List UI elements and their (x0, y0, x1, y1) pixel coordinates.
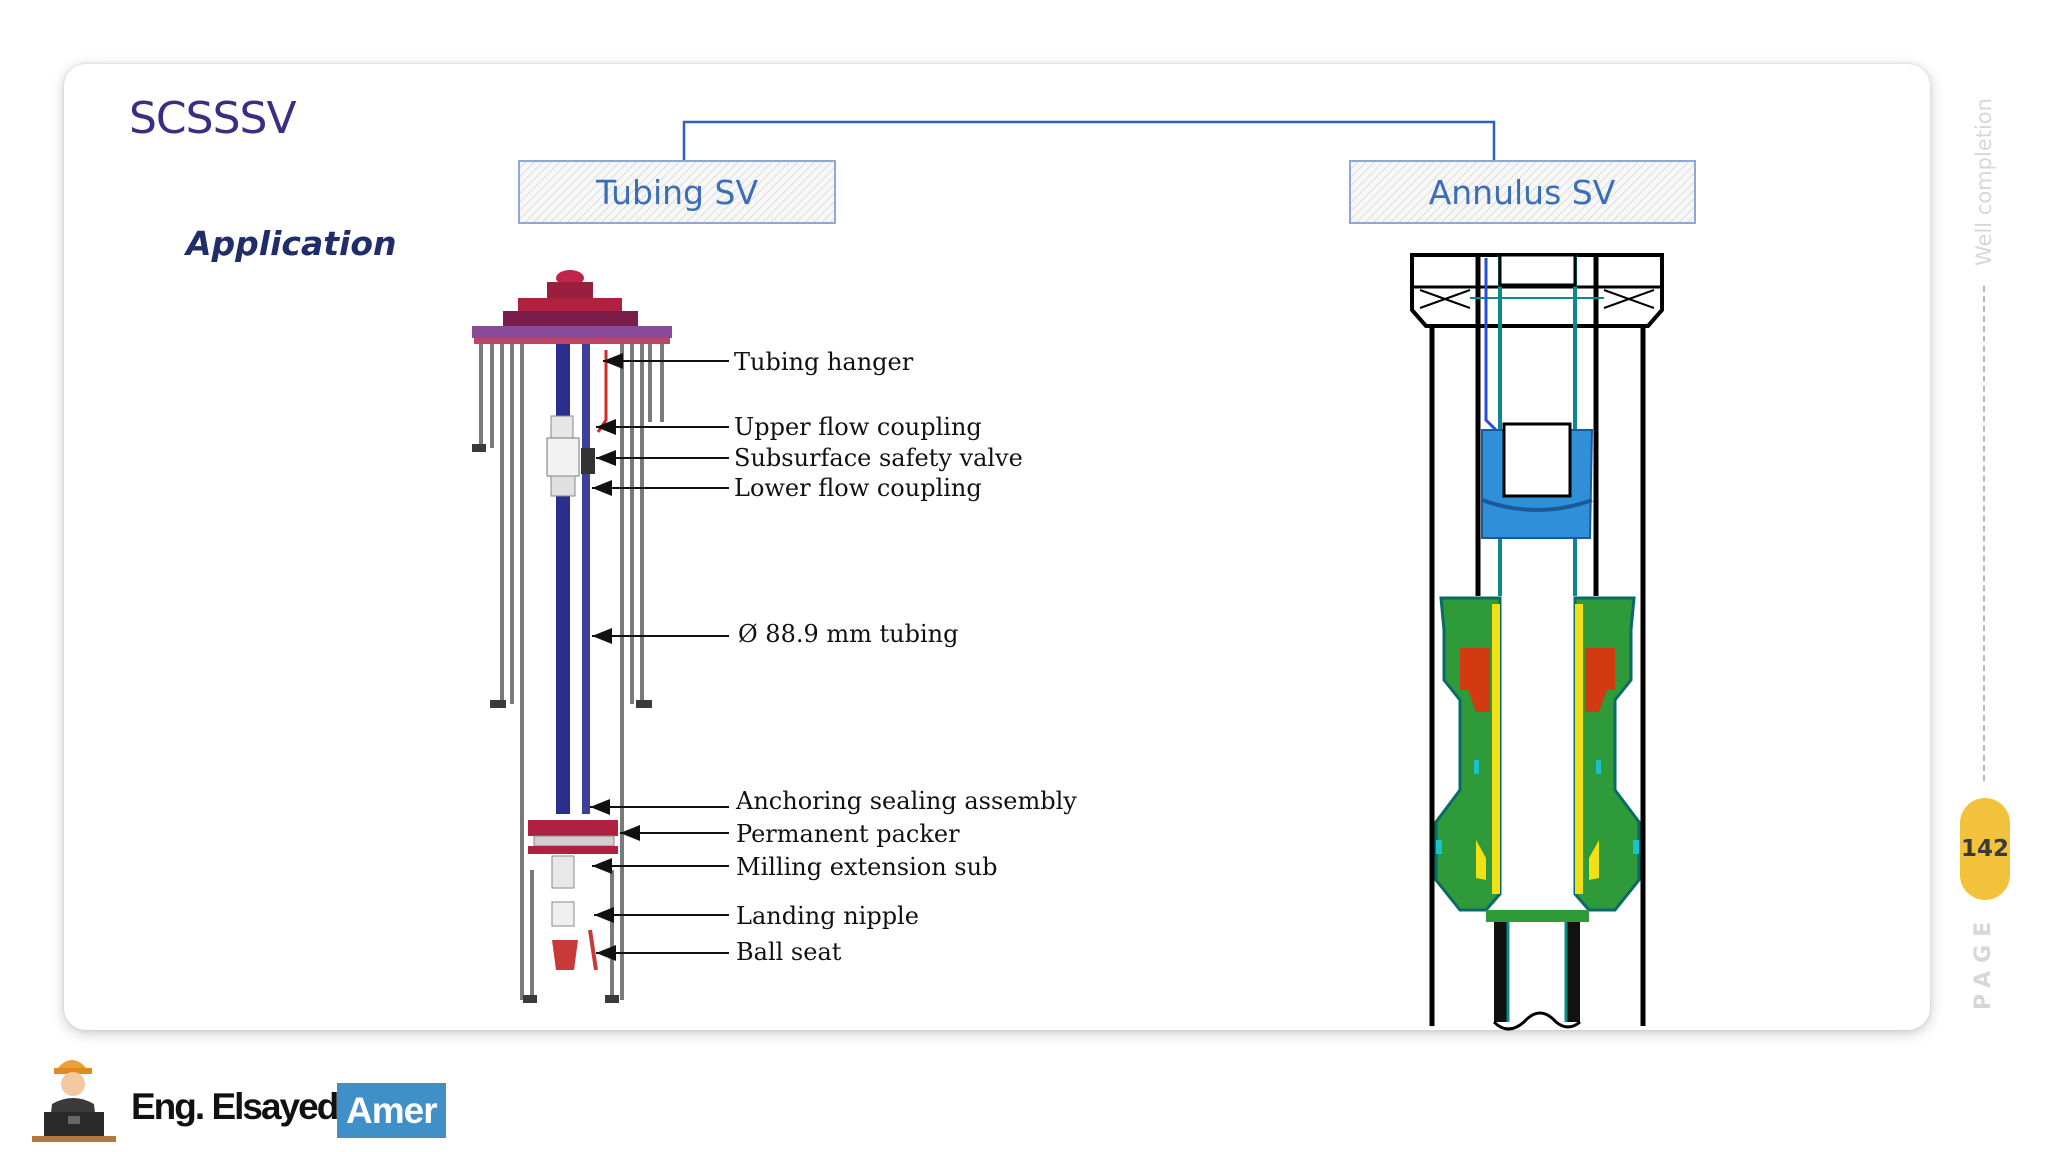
subtitle-application: Application (186, 224, 397, 263)
side-label-page: PAGE (1971, 913, 1996, 1010)
box-annulus-sv: Annulus SV (1349, 160, 1696, 224)
page-number-badge: 142 (1960, 798, 2010, 900)
tubing-callouts (590, 353, 729, 961)
label-permanent-packer: Permanent packer (736, 820, 960, 848)
box-tubing-sv: Tubing SV (518, 160, 836, 224)
brand-name: Eng. Elsayed (131, 1086, 339, 1127)
hierarchy-connector (682, 120, 1496, 161)
label-landing-nipple: Landing nipple (736, 902, 919, 930)
label-upper-flow-coupling: Upper flow coupling (734, 413, 982, 441)
brand-highlight-text: Amer (346, 1089, 438, 1131)
side-divider (1983, 286, 1985, 781)
page-number: 142 (1960, 836, 2009, 862)
label-tubing-hanger: Tubing hanger (734, 348, 914, 376)
box-tubing-sv-label: Tubing SV (595, 173, 758, 212)
tubing-sv-schematic (472, 270, 672, 1003)
engineer-avatar-icon (32, 1060, 116, 1142)
label-lower-flow-coupling: Lower flow coupling (734, 474, 982, 502)
annulus-sv-schematic (1410, 253, 1664, 1031)
label-subsurface-safety-valve: Subsurface safety valve (734, 444, 1023, 472)
slide-title: SCSSSV (129, 93, 297, 144)
label-tubing-size: Ø 88.9 mm tubing (738, 620, 958, 648)
box-annulus-sv-label: Annulus SV (1429, 173, 1616, 212)
label-anchoring-sealing-assembly: Anchoring sealing assembly (735, 787, 1077, 815)
label-milling-extension-sub: Milling extension sub (736, 853, 997, 881)
side-label-well-completion: Well completion (1972, 98, 1996, 266)
label-ball-seat: Ball seat (736, 938, 842, 966)
tubing-labels: Tubing hanger Upper flow coupling Subsur… (734, 348, 1077, 966)
brand-highlight: Amer (337, 1083, 446, 1138)
